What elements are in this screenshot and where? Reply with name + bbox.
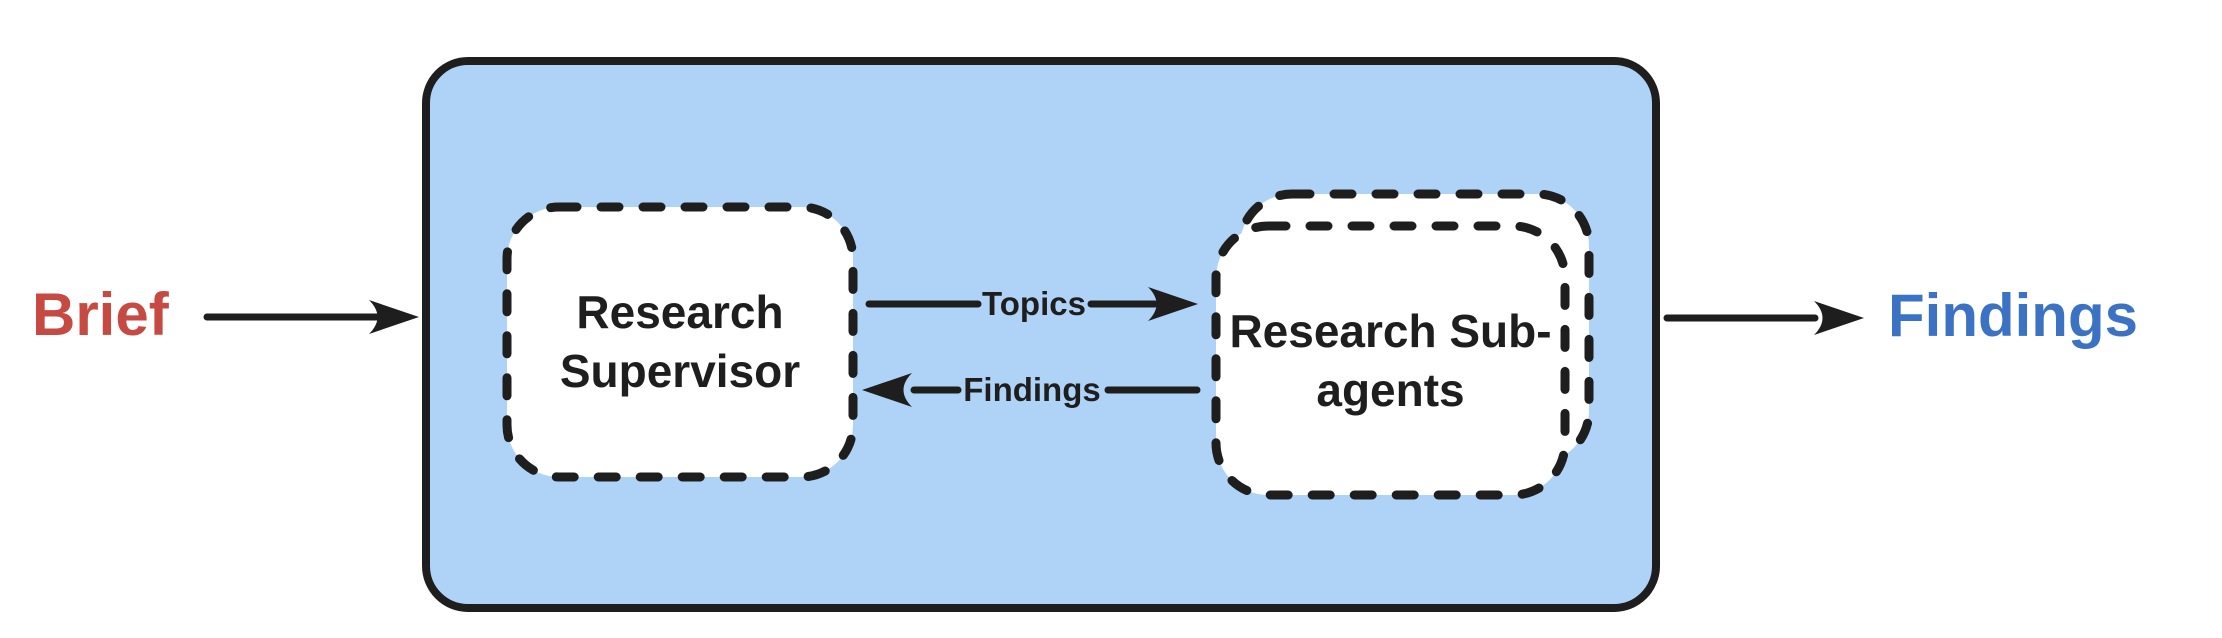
research-supervisor-label: Research Supervisor	[559, 286, 801, 397]
brief-input-label: Brief	[32, 281, 169, 348]
research-subagents-node-front	[1211, 221, 1570, 500]
findings-output-label: Findings	[1888, 282, 2138, 349]
findings-edge-label: Findings	[963, 371, 1101, 408]
findings-output-arrow	[1663, 301, 1864, 335]
topics-edge-label: Topics	[982, 285, 1086, 322]
research-supervisor-node	[502, 202, 858, 482]
findings-return-arrow	[862, 373, 1201, 407]
brief-input-arrow	[203, 300, 419, 334]
research-subagents-label: Research Sub-agents	[1229, 304, 1552, 416]
topics-arrow	[865, 287, 1198, 321]
